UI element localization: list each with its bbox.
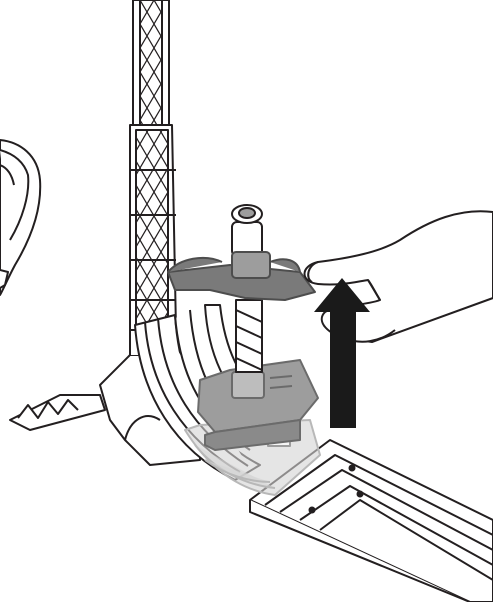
handle-icon	[168, 252, 315, 300]
shield-icon	[0, 140, 40, 295]
up-arrow-icon	[314, 278, 370, 428]
tower-icon	[130, 0, 176, 330]
